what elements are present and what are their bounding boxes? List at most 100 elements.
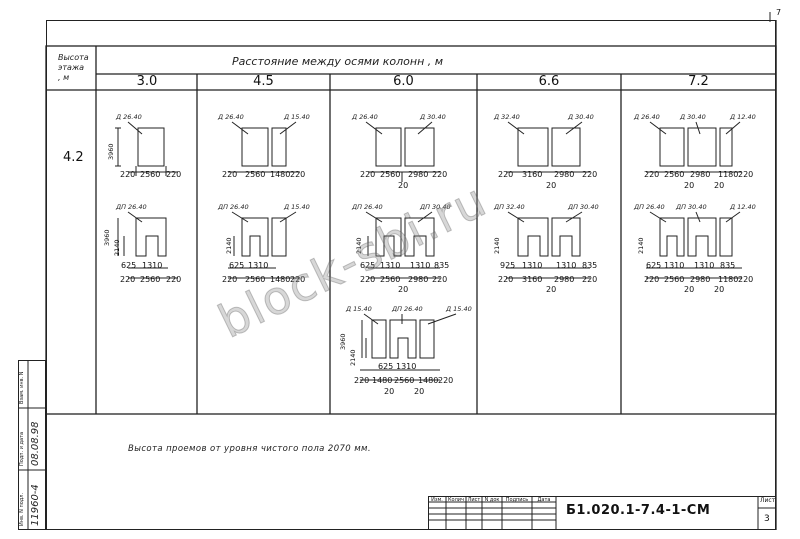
column-header-3-0: 3.0 (136, 74, 158, 89)
c66-bottom-sub-a: 925 (500, 261, 516, 270)
c72-bottom-dim-c: 2980 (690, 275, 711, 284)
c45-bottom-dim-b: 2560 (245, 275, 266, 284)
c66-top-gap: 20 (546, 181, 557, 190)
c60-third-dim-c: 2560 (394, 376, 415, 385)
c60-bottom-label-2: ДП 30.40 (420, 203, 451, 211)
c30-top-height: 3960 (107, 143, 115, 160)
c66-bottom-gap: 20 (546, 285, 557, 294)
c72-top-dim-a: 220 (644, 170, 660, 179)
c72-top-dim-d: 1180 (718, 170, 739, 179)
c72-bottom-sub-a: 625 (646, 261, 662, 270)
c60-third-sub-b: 1310 (396, 362, 417, 371)
c60-top-dim-b: 2560 (380, 170, 401, 179)
row-header-line2: этажа (58, 63, 85, 72)
c72-bottom-sub-b: 1310 (664, 261, 685, 270)
c60-third-height-total: 3960 (339, 333, 347, 350)
c72-top-dim-e: 220 (738, 170, 754, 179)
c66-top-label-2: Д 30.40 (568, 113, 594, 121)
c66-bottom-dim-d: 220 (582, 275, 598, 284)
title-block-headers: Изм. Колич Лист N док Подпись Дата (428, 497, 558, 504)
row-header-line1: Высота (58, 53, 89, 62)
c30-bottom-height-open: 2140 (113, 239, 121, 256)
c72-bottom-gap-2: 20 (714, 285, 725, 294)
c45-top-label-2: Д 15.40 (284, 113, 310, 121)
c30-top-dim-b: 2560 (140, 170, 161, 179)
hdr-data: Дата (537, 497, 551, 503)
c72-top-dim-b: 2560 (664, 170, 685, 179)
c66-bottom-dim-c: 2980 (554, 275, 575, 284)
c30-bottom-sub-b: 1310 (142, 261, 163, 270)
row-header: Высота этажа , м (58, 53, 89, 83)
c60-bottom-sub-d: 835 (434, 261, 450, 270)
c30-bottom-dim-c: 220 (166, 275, 182, 284)
c66-bottom-height-open: 2140 (493, 237, 501, 254)
c60-third-gap-1: 20 (384, 387, 395, 396)
title-block (428, 496, 776, 530)
c72-bottom-gap-1: 20 (684, 285, 695, 294)
c30-bottom-label: ДП 26.40 (116, 203, 147, 211)
stamp-date-value: 08.08.98 (30, 421, 41, 466)
c72-bottom-height-open: 2140 (637, 237, 645, 254)
c60-top-dim-c: 2980 (408, 170, 429, 179)
column-header-6-0: 6.0 (393, 74, 414, 89)
c30-bottom-height-total: 3960 (103, 229, 111, 246)
c72-bottom-label-1: ДП 26.40 (634, 203, 665, 211)
row-height-label: 4.2 (63, 150, 84, 165)
opening-height-note: Высота проемов от уровня чистого пола 20… (128, 444, 371, 454)
c66-bottom-label-1: ДП 32.40 (494, 203, 525, 211)
c66-bottom-sub-d: 835 (582, 261, 598, 270)
stamp-field-replace: Взам. инв. N (19, 371, 25, 405)
c60-third-sub-a: 625 (378, 362, 394, 371)
hdr-list: Лист (467, 497, 481, 503)
column-header-7-2: 7.2 (688, 74, 709, 89)
column-header-6-6: 6.6 (538, 74, 560, 89)
stamp-inv-value: 11960-4 (30, 484, 41, 526)
c72-bottom-dim-e: 220 (738, 275, 754, 284)
c45-bottom-dim-a: 220 (222, 275, 238, 284)
c72-top-gap-1: 20 (684, 181, 695, 190)
c60-top-dim-a: 220 (360, 170, 376, 179)
hdr-podpis: Подпись (505, 497, 529, 503)
c72-top-gap-2: 20 (714, 181, 725, 190)
c66-top-dim-d: 220 (582, 170, 598, 179)
c60-bottom-sub-a: 625 (360, 261, 376, 270)
span-header: Расстояние между осями колонн , м (232, 55, 444, 68)
c66-top-dim-b: 3160 (522, 170, 543, 179)
c60-third-label-3: Д 15.40 (446, 305, 472, 313)
c45-bottom-height-open: 2140 (225, 237, 233, 254)
c72-bottom-label-2: ДП 30.40 (676, 203, 707, 211)
c60-third-dim-d: 1480 (418, 376, 439, 385)
c60-third-label-2: ДП 26.40 (392, 305, 423, 313)
c60-bottom-dim-d: 220 (432, 275, 448, 284)
c72-bottom-sub-d: 835 (720, 261, 736, 270)
c72-top-label-2: Д 30.40 (680, 113, 706, 121)
c60-bottom-sub-c: 1310 (410, 261, 431, 270)
c72-top-dim-c: 2980 (690, 170, 711, 179)
c66-bottom-dim-b: 3160 (522, 275, 543, 284)
c60-third-dim-e: 220 (438, 376, 454, 385)
c72-bottom-label-3: Д 12.40 (730, 203, 756, 211)
c60-bottom-sub-b: 1310 (380, 261, 401, 270)
c72-bottom-dim-a: 220 (644, 275, 660, 284)
c30-top-dim-a: 220 (120, 170, 136, 179)
c72-bottom-dim-d: 1180 (718, 275, 739, 284)
c72-bottom-sub-c: 1310 (694, 261, 715, 270)
c66-bottom-label-2: ДП 30.40 (568, 203, 599, 211)
c30-bottom-dim-b: 2560 (140, 275, 161, 284)
c60-top-label-1: Д 26.40 (352, 113, 378, 121)
sheet-label: Лист (760, 497, 776, 504)
c60-third-gap-2: 20 (414, 387, 425, 396)
c60-bottom-dim-a: 220 (360, 275, 376, 284)
c45-bottom-dim-d: 220 (290, 275, 306, 284)
c45-bottom-sub-b: 1310 (248, 261, 269, 270)
c30-top-dim-c: 220 (166, 170, 182, 179)
c66-bottom-sub-c: 1310 (556, 261, 577, 270)
c60-top-label-2: Д 30.40 (420, 113, 446, 121)
sheet-number: 3 (764, 514, 770, 524)
c45-bottom-dim-c: 1480 (270, 275, 291, 284)
c45-bottom-sub-a: 625 (229, 261, 245, 270)
c60-top-gap: 20 (398, 181, 409, 190)
row-header-line3: , м (58, 73, 70, 82)
